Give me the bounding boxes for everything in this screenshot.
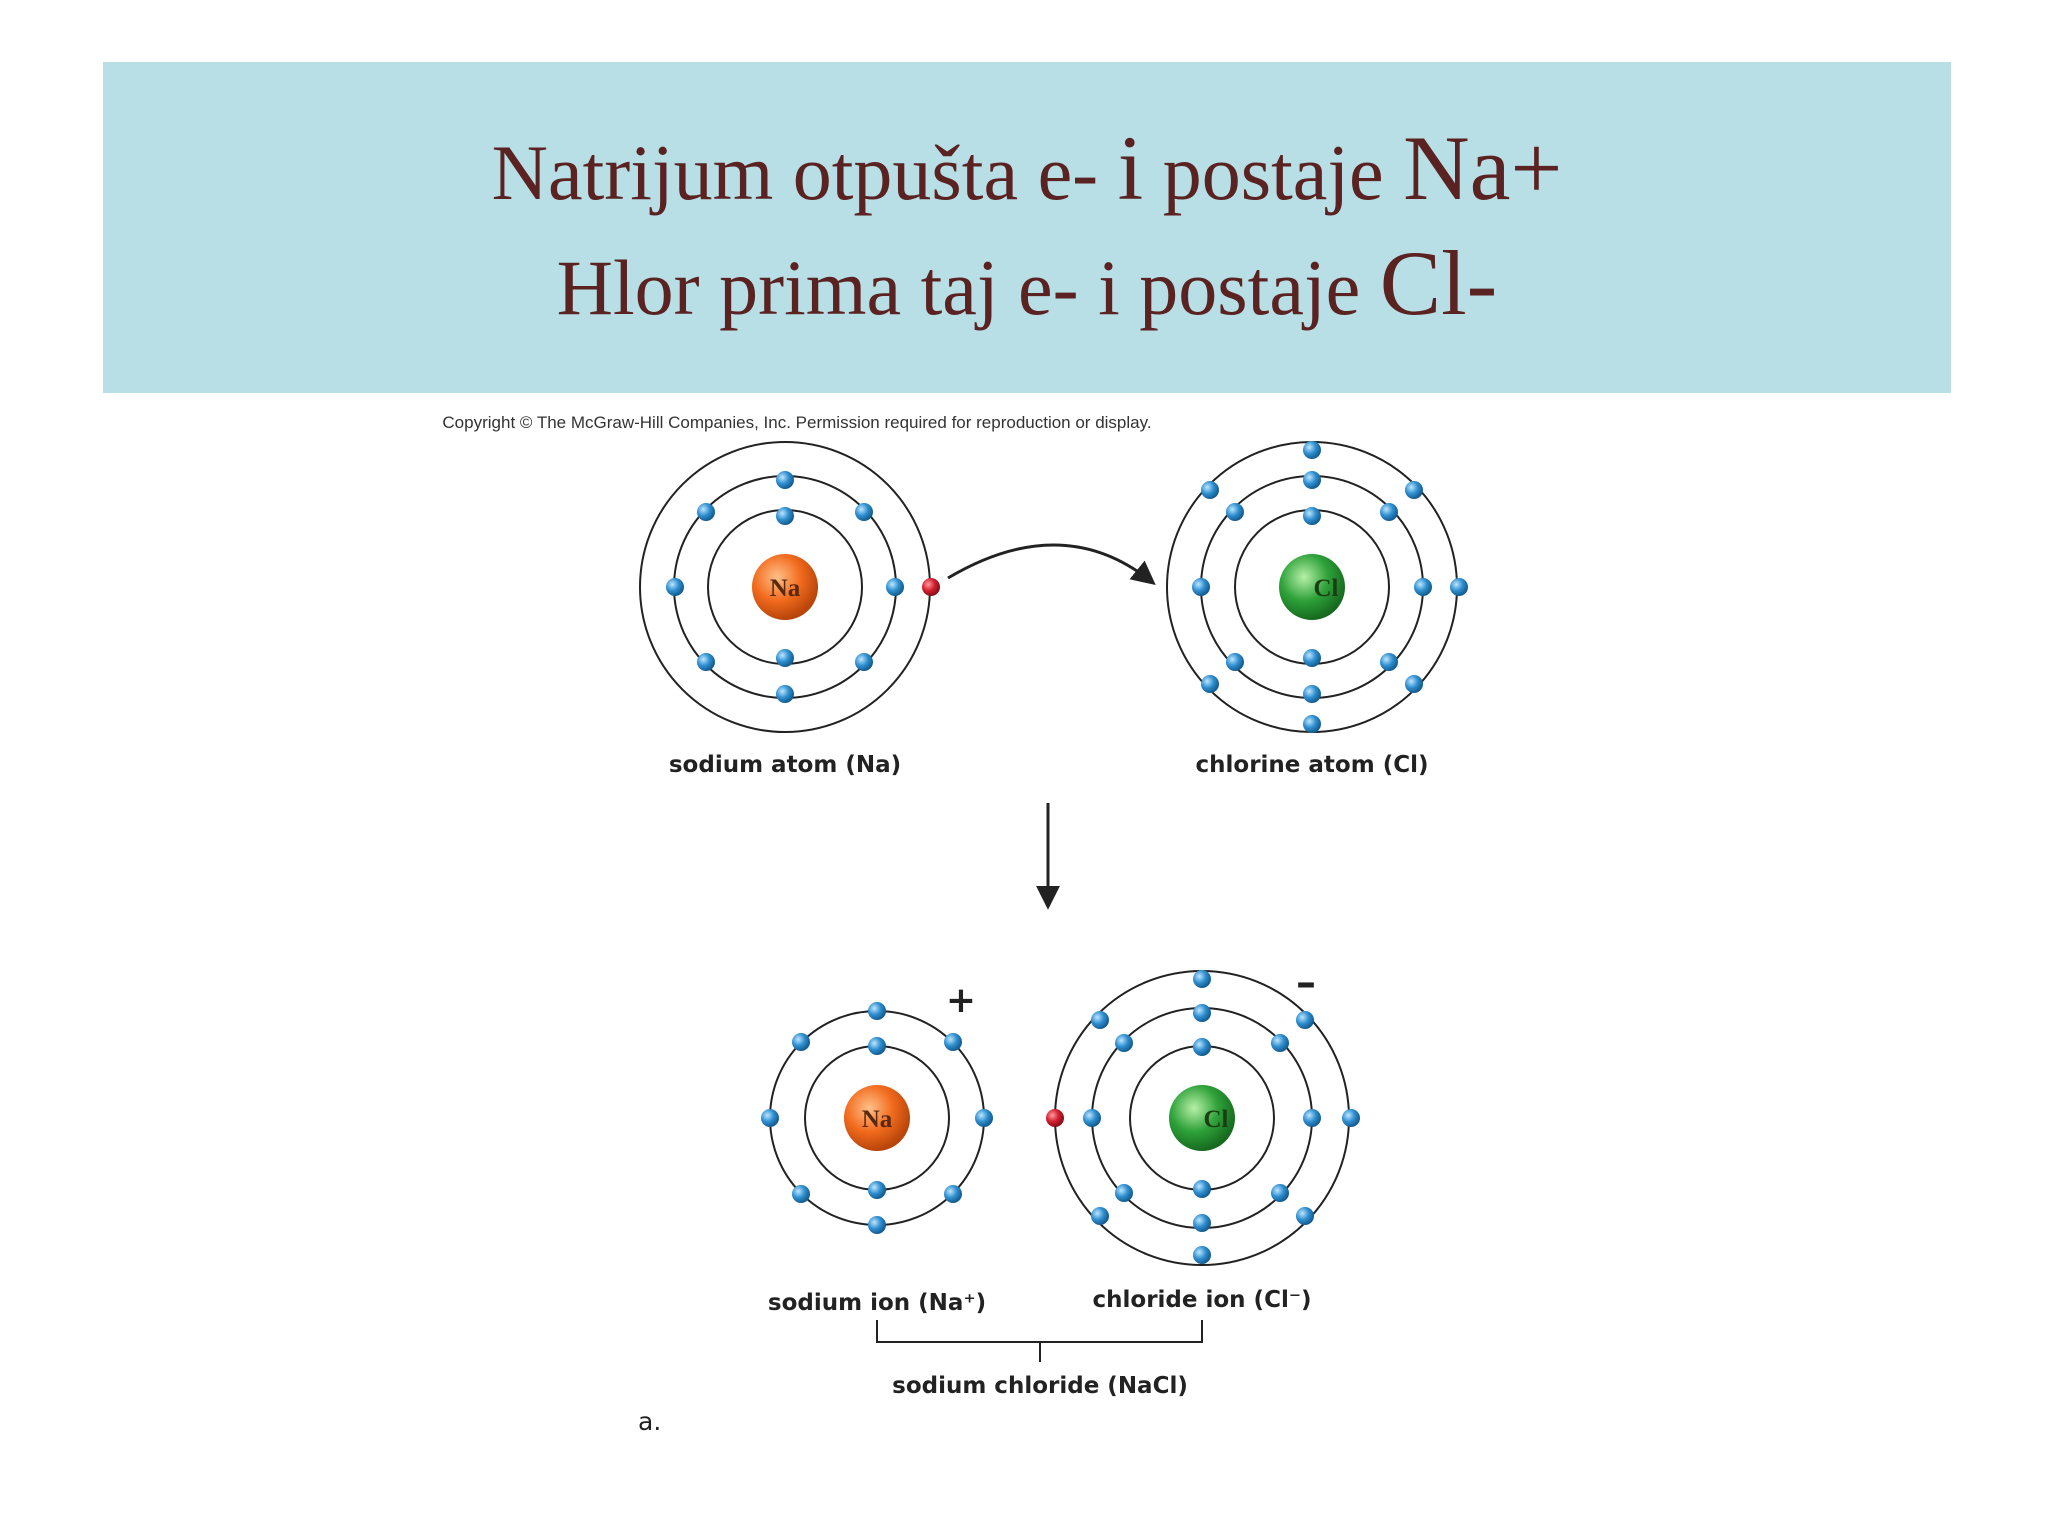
transfer-arrow (947, 543, 1156, 586)
transferred-electron (922, 578, 940, 596)
panel-label: a. (638, 1407, 661, 1436)
label-sodium-ion: sodium ion (Na⁺) (768, 1290, 986, 1316)
chloride-ion: Cl (1046, 970, 1360, 1266)
label-sodium-atom: sodium atom (Na) (669, 752, 901, 778)
title-line-2: Hlor prima taj e- i postaje Cl- (556, 231, 1498, 334)
title-line-1: Natrijum otpušta e- i postaje Na+ (491, 116, 1563, 219)
label-chloride-ion: chloride ion (Cl⁻) (1093, 1287, 1312, 1313)
gained-electron (1046, 1109, 1064, 1127)
sodium-electrons (666, 471, 904, 703)
plus-sign: + (946, 980, 976, 1021)
sodium-symbol: Na (770, 575, 801, 602)
minus-sign: – (1296, 960, 1316, 1006)
sodium-ion: Na (761, 1002, 993, 1234)
sodium-ion-symbol: Na (862, 1106, 893, 1133)
title-band: Natrijum otpušta e- i postaje Na+ Hlor p… (103, 62, 1951, 393)
label-chlorine-atom: chlorine atom (Cl) (1196, 752, 1429, 778)
chlorine-electrons (1192, 441, 1468, 733)
bracket (876, 1320, 1203, 1362)
sodium-nucleus (752, 554, 818, 620)
label-sodium-chloride: sodium chloride (NaCl) (892, 1373, 1188, 1399)
chlorine-nucleus (1279, 554, 1345, 620)
sodium-ion-electrons (761, 1002, 993, 1234)
sodium-ion-nucleus (844, 1085, 910, 1151)
chlorine-atom: Cl (1166, 441, 1468, 733)
sodium-atom: Na (639, 441, 940, 733)
copyright-text: Copyright © The McGraw-Hill Companies, I… (442, 413, 1151, 432)
chloride-symbol: Cl (1204, 1106, 1229, 1133)
chloride-electrons (1083, 970, 1360, 1264)
chlorine-symbol: Cl (1314, 575, 1339, 602)
chloride-nucleus (1169, 1085, 1235, 1151)
